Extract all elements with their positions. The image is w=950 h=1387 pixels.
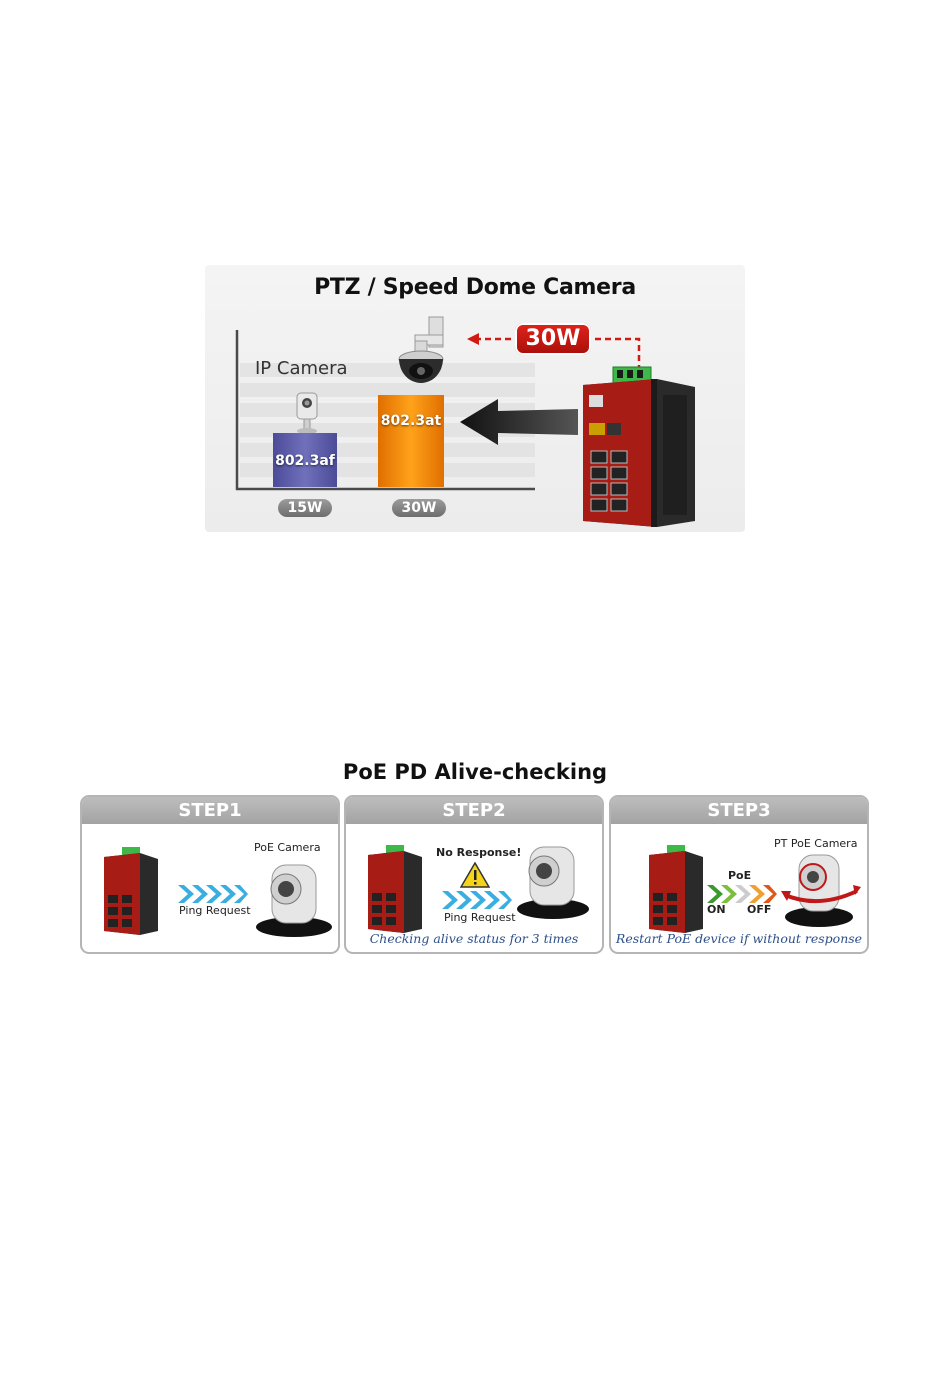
poe-switch-icon <box>577 365 702 529</box>
off-label: OFF <box>747 903 771 916</box>
warning-icon <box>460 862 490 888</box>
watt-label-15w: 15W <box>278 499 332 517</box>
step3-panel: STEP3 PoE ON OFF PT PoE Camera Restart P… <box>609 795 869 954</box>
switch-icon <box>364 845 424 933</box>
ptz-camera-icon <box>385 313 465 393</box>
step3-header: STEP3 <box>611 797 867 824</box>
pt-poe-camera-label: PT PoE Camera <box>774 837 857 850</box>
ping-request-label: Ping Request <box>179 904 251 917</box>
ping-arrow-icon <box>178 883 248 905</box>
switch-icon <box>645 845 705 933</box>
poe-label: PoE <box>728 869 751 882</box>
bar-802-3at-label: 802.3at <box>378 413 444 429</box>
alive-checking-title: PoE PD Alive-checking <box>0 760 950 784</box>
on-label: ON <box>707 903 726 916</box>
ip-camera-label: IP Camera <box>255 358 348 379</box>
step1-panel: STEP1 Ping Request PoE Camera <box>80 795 340 954</box>
pt-poe-camera-icon <box>781 851 863 929</box>
ping-request-label: Ping Request <box>444 911 516 924</box>
bar-802-3af-label: 802.3af <box>273 453 337 469</box>
bar-802-3at: 802.3at <box>378 395 444 487</box>
on-off-arrow-icon <box>707 883 777 905</box>
bar-802-3af: 802.3af <box>273 433 337 487</box>
switch-icon <box>100 847 160 935</box>
poe-camera-icon <box>514 837 592 921</box>
ip-camera-icon <box>293 391 323 435</box>
ptz-figure: PTZ / Speed Dome Camera IP Camera 802.3a… <box>205 265 745 532</box>
step2-caption: Checking alive status for 3 times <box>346 931 602 946</box>
poe-camera-label: PoE Camera <box>254 841 321 854</box>
step1-header: STEP1 <box>82 797 338 824</box>
ping-arrow-icon <box>442 889 512 911</box>
power-badge: 30W <box>515 323 591 355</box>
step2-header: STEP2 <box>346 797 602 824</box>
step2-panel: STEP2 No Response! Ping Request Checking… <box>344 795 604 954</box>
watt-label-30w: 30W <box>392 499 446 517</box>
left-arrow-icon <box>460 399 580 445</box>
poe-camera-icon <box>254 855 334 939</box>
step3-caption: Restart PoE device if without response <box>611 931 867 946</box>
no-response-label: No Response! <box>436 846 521 859</box>
